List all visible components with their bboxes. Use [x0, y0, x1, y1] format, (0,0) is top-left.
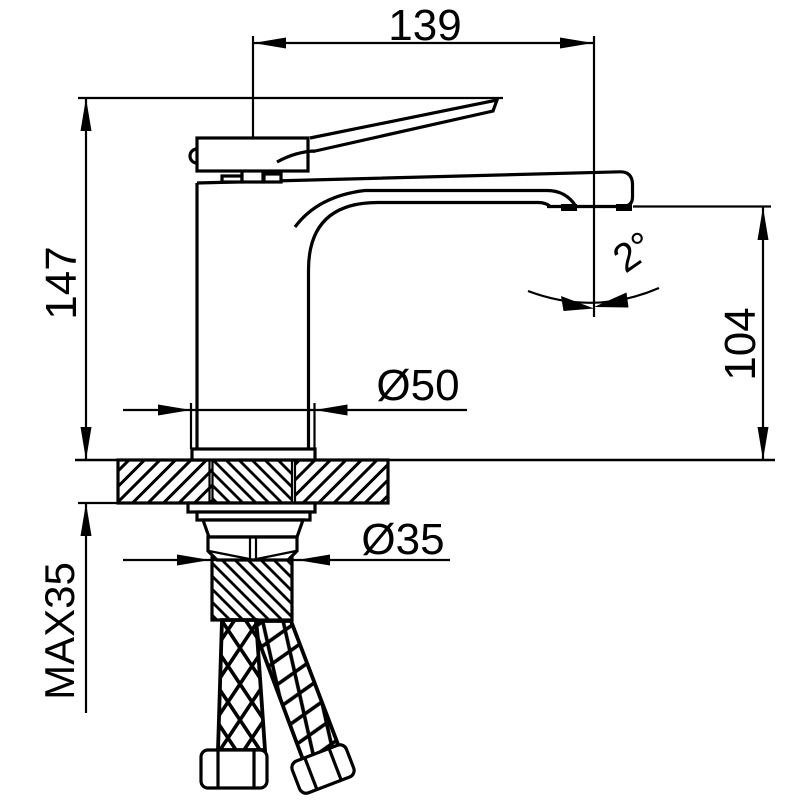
- angle-arc: [527, 286, 660, 304]
- dim-104-label: 104: [716, 307, 765, 380]
- dim-overall-height: 147: [37, 96, 503, 460]
- hose-nut-right-facet-2: [327, 747, 343, 781]
- spout-underside-inner: [293, 188, 578, 228]
- mounting-nut: [206, 535, 299, 562]
- hose-nut-left-body: [199, 748, 269, 790]
- arrowhead-139-left: [253, 37, 286, 49]
- handle-neck-curve: [276, 149, 316, 164]
- angle-arrow-left: [561, 296, 594, 311]
- dim-max35-label: MAX35: [36, 562, 83, 700]
- hose-nut-right-facet-1: [303, 757, 319, 791]
- arrowhead-d50-left: [158, 404, 191, 416]
- nut-chamfer-lines: [208, 549, 297, 561]
- countertop-hatch-right: [295, 460, 388, 503]
- arrowhead-d35-right: [297, 554, 330, 566]
- handle-set-screw-bump: [188, 147, 198, 165]
- handle-lever: [309, 97, 500, 154]
- dim-base-diameter: Ø50: [123, 361, 467, 449]
- dim-shank-diameter: Ø35: [123, 515, 450, 566]
- mounting-hardware: [186, 501, 317, 622]
- dim-147-label: 147: [37, 246, 86, 319]
- cartridge-collar-left: [220, 174, 244, 184]
- arrowhead-d50-right: [314, 404, 348, 416]
- aerator-seal-right: [616, 204, 632, 211]
- supply-hoses: [199, 618, 356, 795]
- arrowhead-max35-top: [80, 503, 92, 536]
- arrowhead-147-bottom: [80, 427, 92, 460]
- angle-arrow-right: [594, 292, 629, 308]
- shank-through-hole-hatch: [212, 460, 292, 503]
- spout-underside-outer: [306, 200, 553, 449]
- mounting-flange: [200, 518, 306, 539]
- arrowhead-d35-left: [177, 554, 210, 566]
- countertop-hatch-left: [118, 460, 212, 503]
- dim-max-thickness: MAX35: [36, 503, 92, 713]
- dim-d35-label: Ø35: [361, 515, 444, 564]
- arrowhead-147-top: [80, 98, 92, 131]
- angle-label: 2°: [605, 223, 662, 281]
- faucet-handle: [188, 97, 500, 184]
- aerator-seal-left: [561, 204, 577, 211]
- hose-nut-right-body: [290, 743, 356, 795]
- hose-nut-right: [290, 743, 356, 795]
- arrowhead-104-bottom: [757, 427, 769, 460]
- cartridge-collar-right: [262, 172, 283, 184]
- base-plate: [190, 447, 317, 462]
- faucet-body: [190, 170, 635, 462]
- countertop-cross-section: [75, 458, 775, 505]
- arrowhead-139-right: [560, 37, 593, 49]
- hose-nut-left: [199, 748, 269, 790]
- dim-spout-reach: 139: [251, 1, 596, 317]
- arrowhead-104-top: [757, 207, 769, 240]
- dim-139-label: 139: [388, 1, 461, 50]
- dim-d50-label: Ø50: [376, 361, 459, 410]
- threaded-shank: [210, 556, 294, 622]
- dim-outlet-height: 104: [633, 205, 771, 460]
- supply-hose-right: [253, 619, 342, 768]
